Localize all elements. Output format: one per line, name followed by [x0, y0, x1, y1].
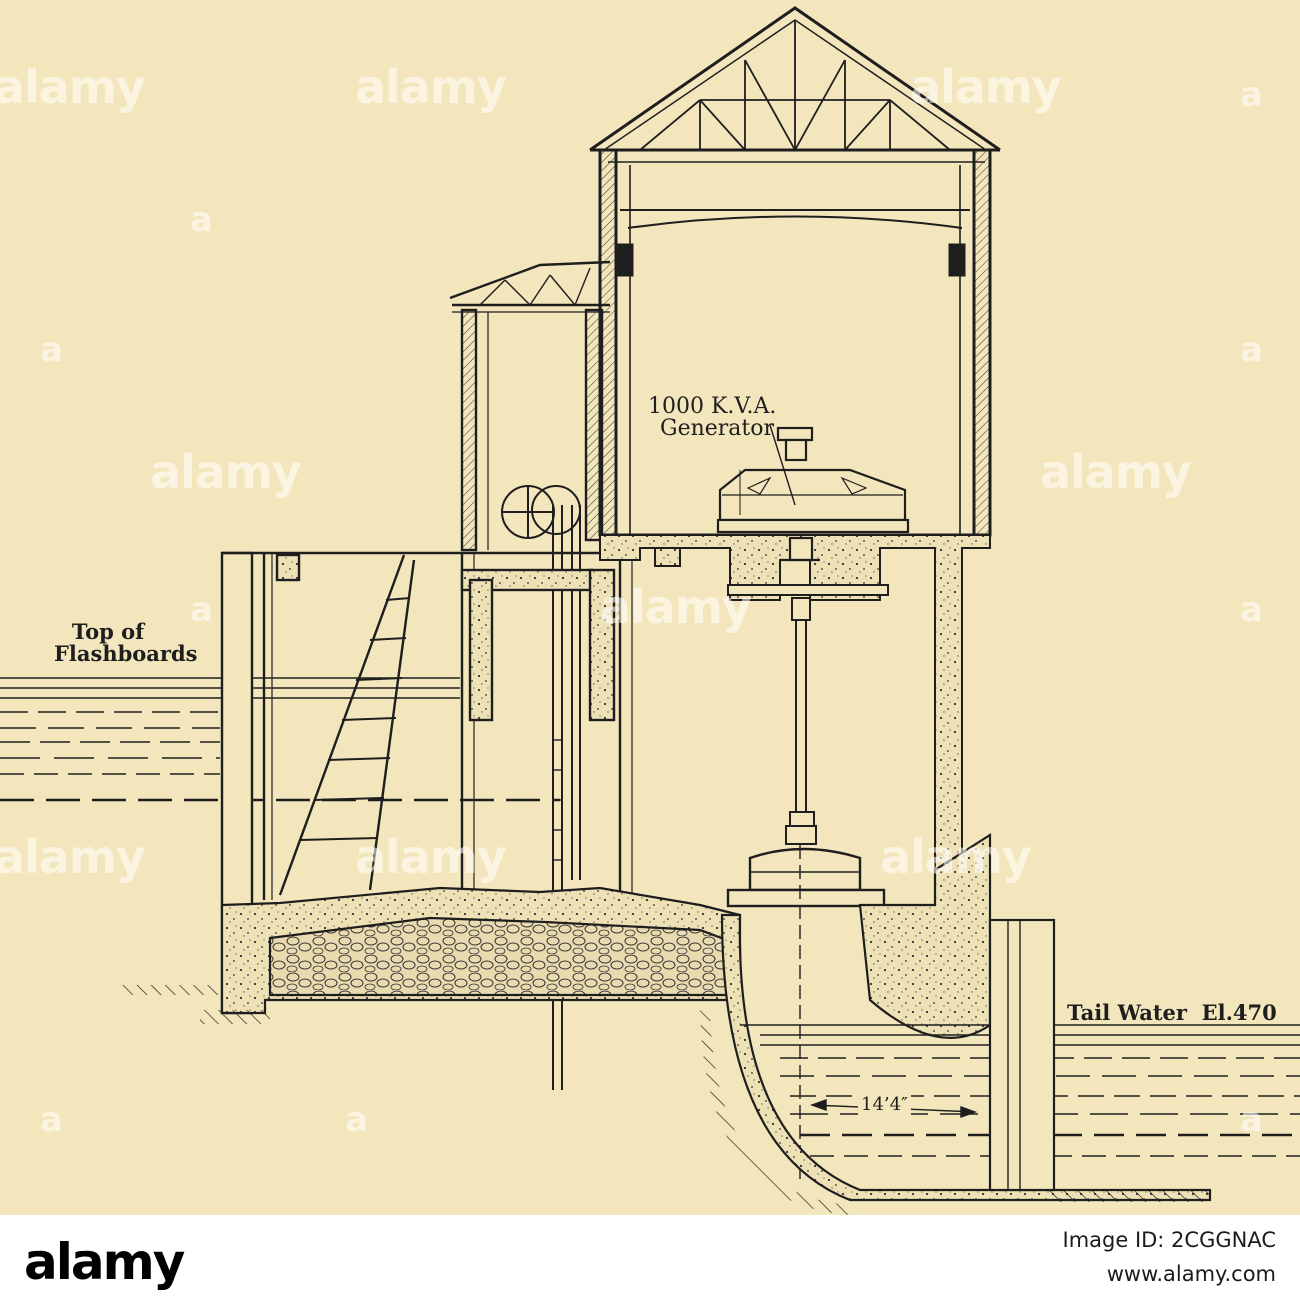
- ground-lines: [120, 985, 1210, 1215]
- dimension-label: 14’4″: [858, 1094, 911, 1115]
- flashboards-label-line2: Flashboards: [54, 641, 198, 666]
- tail-water-label: Tail Water El.470: [1067, 1000, 1277, 1025]
- image-id: Image ID: 2CGGNAC: [1062, 1228, 1277, 1252]
- watermark-letter: a: [40, 330, 63, 370]
- generator: [716, 426, 910, 562]
- generator-label-line1: 1000 K.V.A.: [648, 394, 777, 419]
- image-id-block: Image ID: 2CGGNAC www.alamy.com: [1063, 1223, 1277, 1291]
- watermark-letter: a: [345, 1100, 368, 1140]
- watermark-letter: a: [40, 1100, 63, 1140]
- generator-leader: [769, 424, 796, 506]
- headwater-lines: [0, 677, 560, 802]
- turbine: [726, 845, 886, 1180]
- alamy-logo: alamy: [24, 1233, 185, 1291]
- watermark-letter: a: [190, 200, 213, 240]
- watermark-letter: a: [190, 590, 213, 630]
- flashboards-label-line1: Top of: [71, 619, 145, 644]
- site-url: www.alamy.com: [1106, 1262, 1276, 1286]
- tailrace-pier: [988, 918, 1056, 1192]
- switch-room: [449, 260, 611, 552]
- powerhouse-section-svg: [0, 6, 1300, 1215]
- stock-footer: alamy Image ID: 2CGGNAC www.alamy.com: [0, 1215, 1300, 1305]
- turbine-shaft: [785, 597, 817, 845]
- watermark-letter: a: [1240, 590, 1263, 630]
- watermark-letter: a: [1240, 75, 1263, 115]
- watermark-letter: a: [1240, 330, 1263, 370]
- generator-label-line2: Generator: [660, 416, 775, 441]
- engraving-drawing: alamy alamy alamy alamy alamy alamy alam…: [0, 0, 1300, 1215]
- watermark-letter: a: [1240, 1100, 1263, 1140]
